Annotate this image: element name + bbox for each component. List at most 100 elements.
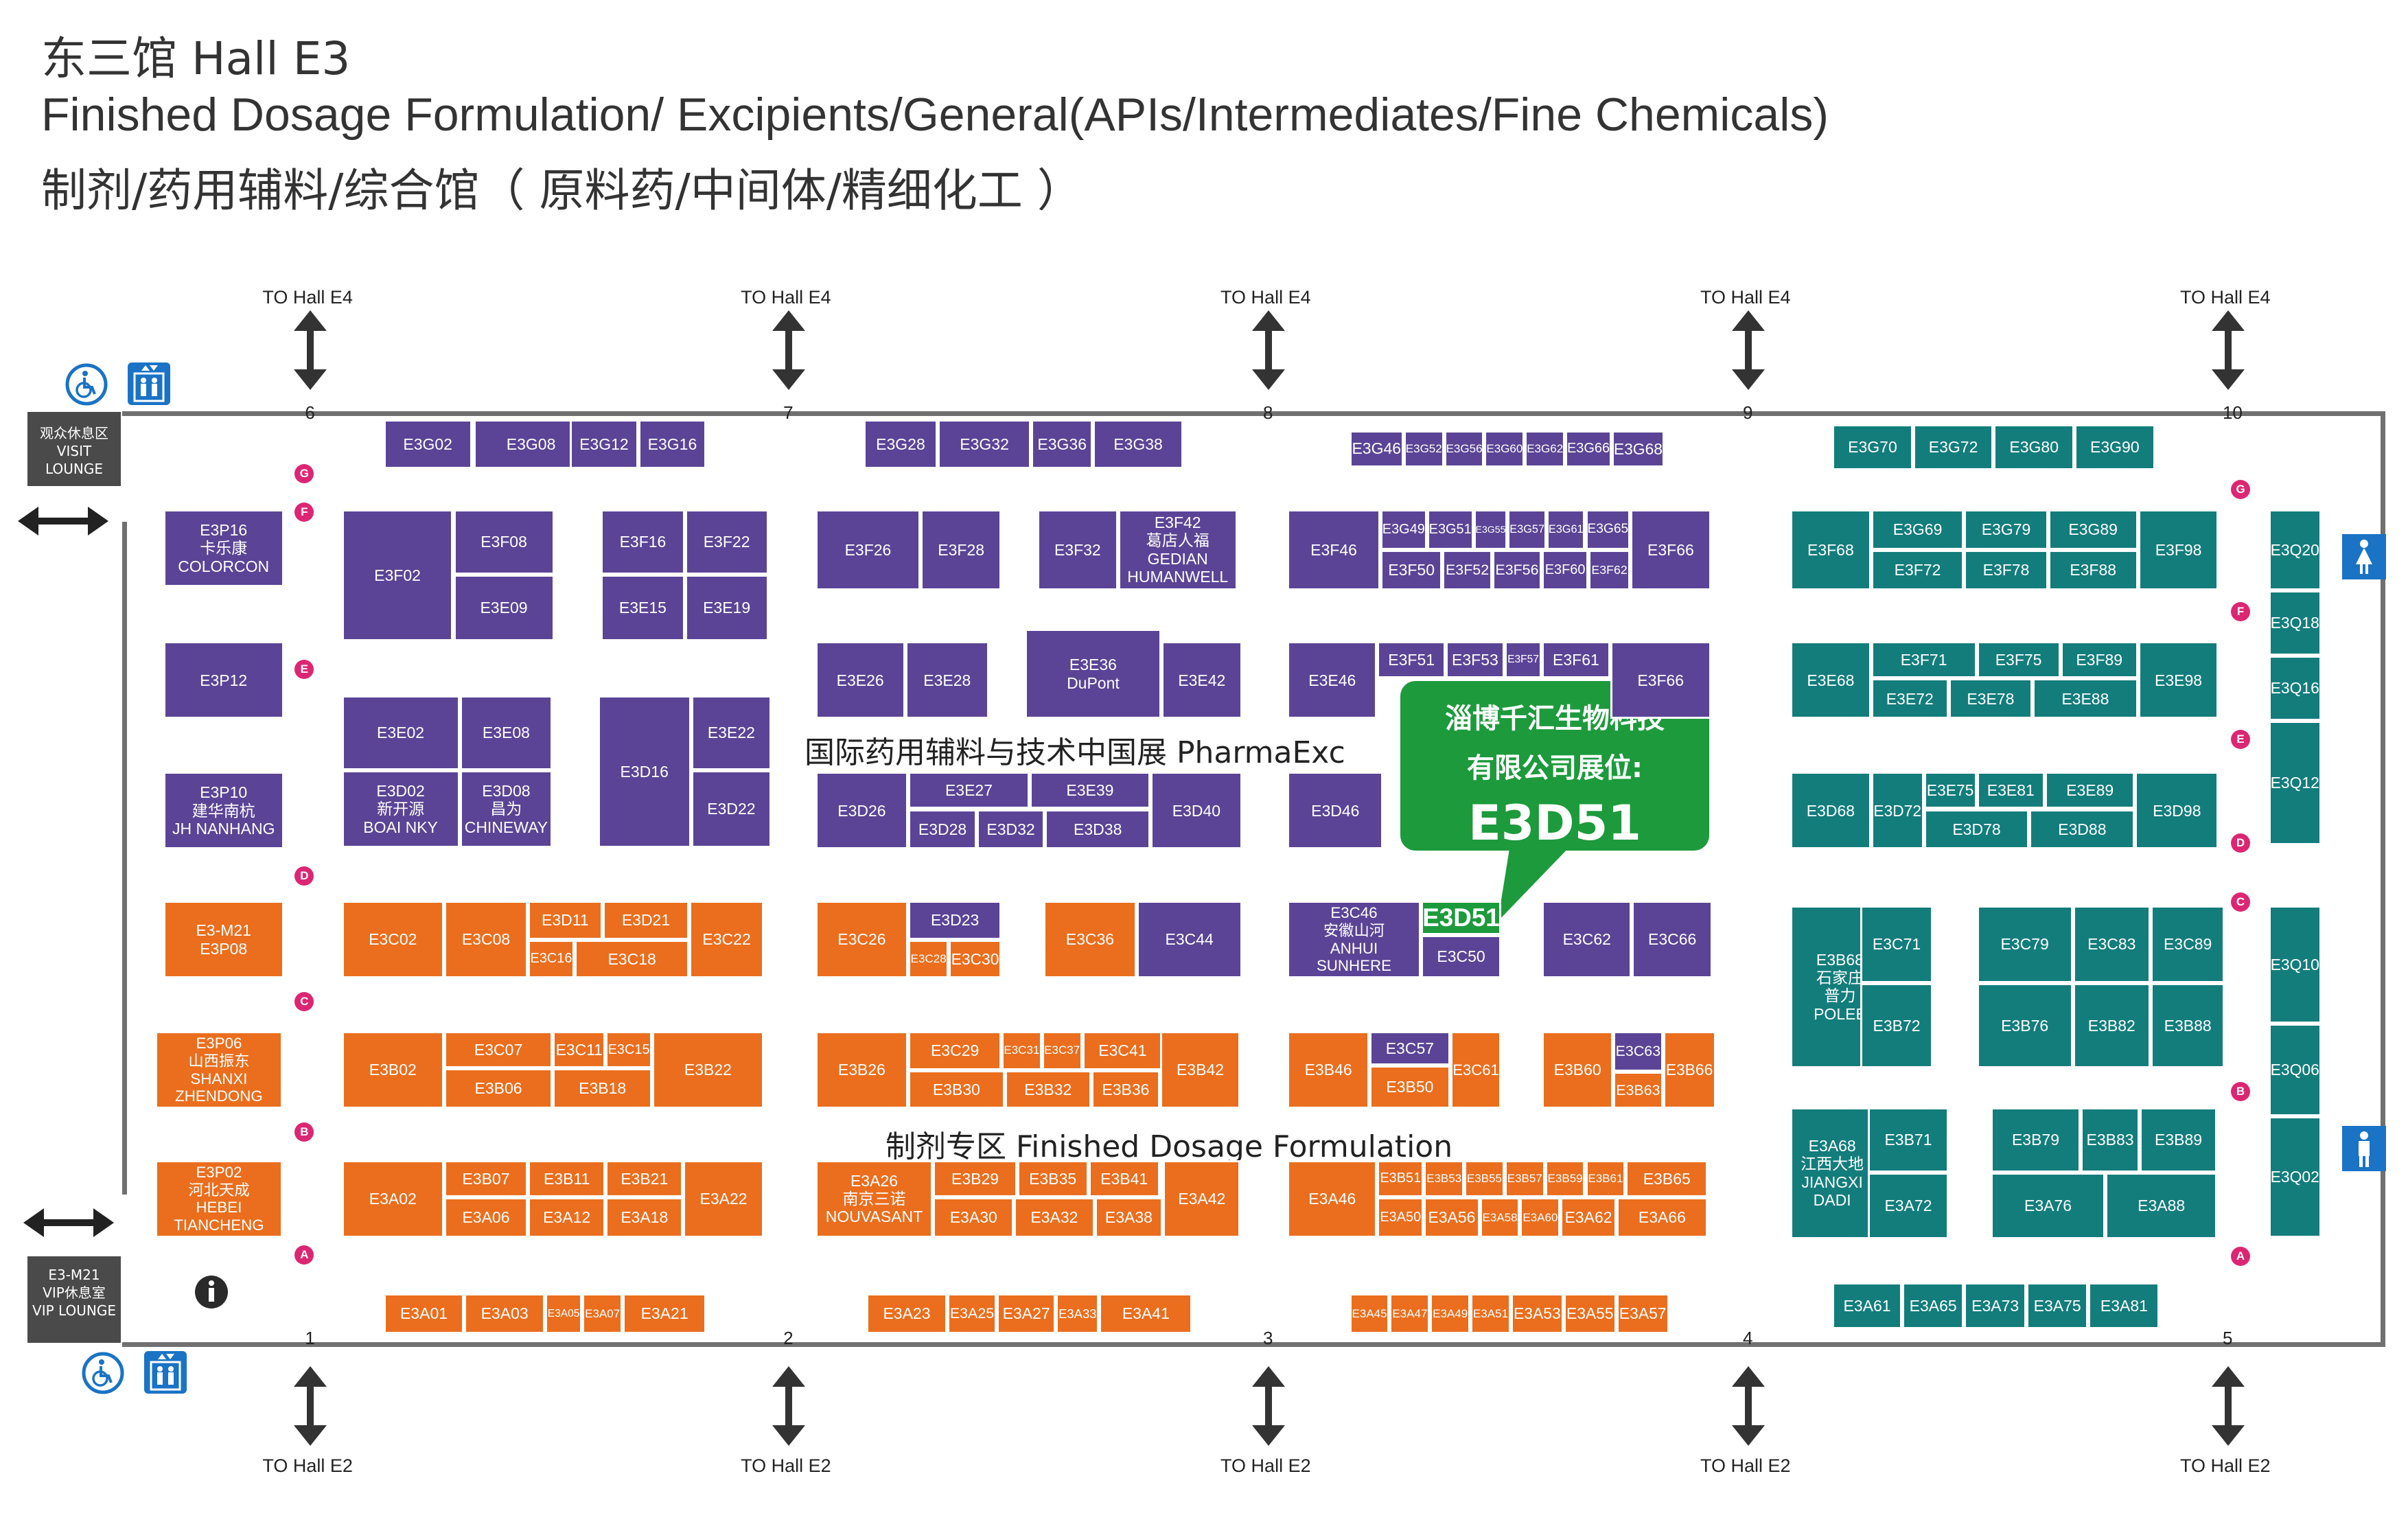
booth-e3g89[interactable]: E3G89: [2048, 509, 2138, 550]
booth-e3g51[interactable]: E3G51: [1426, 509, 1474, 550]
booth-e3b83[interactable]: E3B83: [2081, 1107, 2140, 1173]
booth-e3b21[interactable]: E3B21: [605, 1160, 684, 1197]
booth-e3c31[interactable]: E3C31: [1001, 1030, 1042, 1070]
booth-e3b79[interactable]: E3B79: [1990, 1107, 2081, 1173]
booth-e3c61[interactable]: E3C61: [1450, 1030, 1502, 1109]
booth-e3c57[interactable]: E3C57: [1369, 1030, 1450, 1065]
booth-e3d22[interactable]: E3D22: [691, 770, 772, 849]
booth-e3g79[interactable]: E3G79: [1964, 509, 2048, 550]
booth-e3a51[interactable]: E3A51: [1470, 1293, 1511, 1335]
booth-e3a07[interactable]: E3A07: [582, 1293, 623, 1335]
booth-e3g60[interactable]: E3G60: [1484, 430, 1525, 468]
booth-e3d28[interactable]: E3D28: [908, 809, 977, 850]
booth-e3e98[interactable]: E3E98: [2138, 641, 2219, 719]
booth-e3b35[interactable]: E3B35: [1017, 1160, 1089, 1197]
booth-e3b61[interactable]: E3B61: [1585, 1160, 1626, 1197]
booth-e3a41[interactable]: E3A41: [1099, 1293, 1193, 1335]
booth-e3c11[interactable]: E3C11: [553, 1030, 606, 1069]
booth-e3c08[interactable]: E3C08: [443, 900, 529, 979]
booth-e3g02[interactable]: E3G02: [383, 419, 472, 470]
booth-e3f16[interactable]: E3F16: [601, 509, 685, 575]
booth-e3b26[interactable]: E3B26: [815, 1030, 909, 1109]
booth-e3g55[interactable]: E3G55: [1473, 509, 1508, 550]
booth-e3d16[interactable]: E3D16: [597, 695, 691, 849]
booth-e3a72[interactable]: E3A72: [1868, 1172, 1949, 1240]
booth-e3a12[interactable]: E3A12: [528, 1197, 606, 1238]
booth-e3f62[interactable]: E3F62: [1588, 549, 1631, 590]
booth-e3c26[interactable]: E3C26: [815, 900, 909, 979]
booth-e3b30[interactable]: E3B30: [908, 1070, 1005, 1109]
booth-e3q02[interactable]: E3Q02: [2268, 1116, 2322, 1238]
booth-e3c28[interactable]: E3C28: [908, 939, 949, 979]
booth-e3a32[interactable]: E3A32: [1014, 1197, 1095, 1238]
booth-e3f78[interactable]: E3F78: [1964, 549, 2048, 590]
vip-lounge[interactable]: E3-M21 VIP休息室 VIP LOUNGE: [27, 1256, 121, 1343]
booth-e3a81[interactable]: E3A81: [2088, 1282, 2160, 1330]
booth-e3b76[interactable]: E3B76: [1976, 982, 2073, 1069]
booth-e3g28[interactable]: E3G28: [863, 419, 938, 470]
booth-e3f72[interactable]: E3F72: [1871, 549, 1965, 590]
booth-e3a60[interactable]: E3A60: [1520, 1197, 1561, 1238]
booth-e3a50[interactable]: E3A50: [1377, 1197, 1424, 1238]
booth-e3g36[interactable]: E3G36: [1030, 419, 1093, 470]
booth-e3e88[interactable]: E3E88: [2032, 678, 2138, 719]
booth-e3f61[interactable]: E3F61: [1542, 641, 1610, 679]
booth-e3g49[interactable]: E3G49: [1380, 509, 1427, 550]
booth-e3c62[interactable]: E3C62: [1542, 900, 1632, 979]
booth-e3q06[interactable]: E3Q06: [2268, 1023, 2322, 1117]
booth-e3c02[interactable]: E3C02: [341, 900, 444, 979]
booth-e3f02[interactable]: E3F02: [341, 509, 454, 642]
booth-e3a65[interactable]: E3A65: [1901, 1282, 1965, 1330]
booth-e3c44[interactable]: E3C44: [1136, 900, 1242, 979]
booth-e3e15[interactable]: E3E15: [601, 574, 685, 642]
booth-e3d78[interactable]: E3D78: [1923, 809, 2030, 850]
booth-e3a47[interactable]: E3A47: [1389, 1293, 1431, 1335]
booth-e3a57[interactable]: E3A57: [1616, 1293, 1669, 1335]
booth-e3c66[interactable]: E3C66: [1632, 900, 1713, 979]
booth-e3b65[interactable]: E3B65: [1625, 1160, 1709, 1197]
booth-e3p12[interactable]: E3P12: [163, 641, 284, 719]
booth-e3e02[interactable]: E3E02: [341, 695, 460, 770]
booth-e3g32[interactable]: E3G32: [938, 419, 1031, 470]
booth-e3a21[interactable]: E3A21: [623, 1293, 707, 1335]
booth-e3f51[interactable]: E3F51: [1377, 641, 1446, 679]
booth-e3g56[interactable]: E3G56: [1444, 430, 1485, 468]
booth-e3b66[interactable]: E3B66: [1663, 1030, 1716, 1109]
booth-e3b53[interactable]: E3B53: [1424, 1160, 1465, 1197]
booth-e3q18[interactable]: E3Q18: [2268, 590, 2322, 656]
booth-e3d68[interactable]: E3D68: [1790, 772, 1871, 850]
booth-e3a76[interactable]: E3A76: [1990, 1172, 2106, 1240]
booth-e3d72[interactable]: E3D72: [1871, 772, 1924, 850]
booth-e3a38[interactable]: E3A38: [1094, 1197, 1164, 1238]
booth-e3f71[interactable]: E3F71: [1871, 641, 1977, 679]
booth-e3c22[interactable]: E3C22: [689, 900, 764, 979]
booth-e3d46[interactable]: E3D46: [1287, 772, 1384, 850]
booth-e3a05[interactable]: E3A05: [544, 1293, 583, 1335]
visit-lounge[interactable]: 观众休息区 VISIT LOUNGE: [27, 412, 121, 486]
booth-e3c16[interactable]: E3C16: [528, 939, 575, 979]
booth-e3c36[interactable]: E3C36: [1043, 900, 1137, 979]
booth-e3e42[interactable]: E3E42: [1161, 641, 1242, 719]
booth-e3e72[interactable]: E3E72: [1871, 678, 1949, 719]
booth-e3g52[interactable]: E3G52: [1403, 430, 1444, 468]
booth-e3g90[interactable]: E3G90: [2074, 424, 2155, 471]
booth-e3b71[interactable]: E3B71: [1868, 1107, 1949, 1173]
booth-e3b46[interactable]: E3B46: [1287, 1030, 1370, 1109]
booth-e3f26[interactable]: E3F26: [815, 509, 921, 590]
booth-e3f68[interactable]: E3F68: [1790, 509, 1871, 590]
booth-e3c18[interactable]: E3C18: [574, 939, 690, 979]
booth-e3b50[interactable]: E3B50: [1369, 1065, 1450, 1109]
booth-e3e19[interactable]: E3E19: [684, 574, 769, 642]
booth-e3g66[interactable]: E3G66: [1565, 430, 1612, 468]
booth-e3a45[interactable]: E3A45: [1349, 1293, 1390, 1335]
booth-e3b60[interactable]: E3B60: [1542, 1030, 1614, 1109]
booth-e3c07[interactable]: E3C07: [443, 1030, 553, 1069]
booth-e3a75[interactable]: E3A75: [2026, 1282, 2089, 1330]
booth-e3b06[interactable]: E3B06: [443, 1068, 553, 1109]
booth-e3d98[interactable]: E3D98: [2135, 772, 2219, 850]
